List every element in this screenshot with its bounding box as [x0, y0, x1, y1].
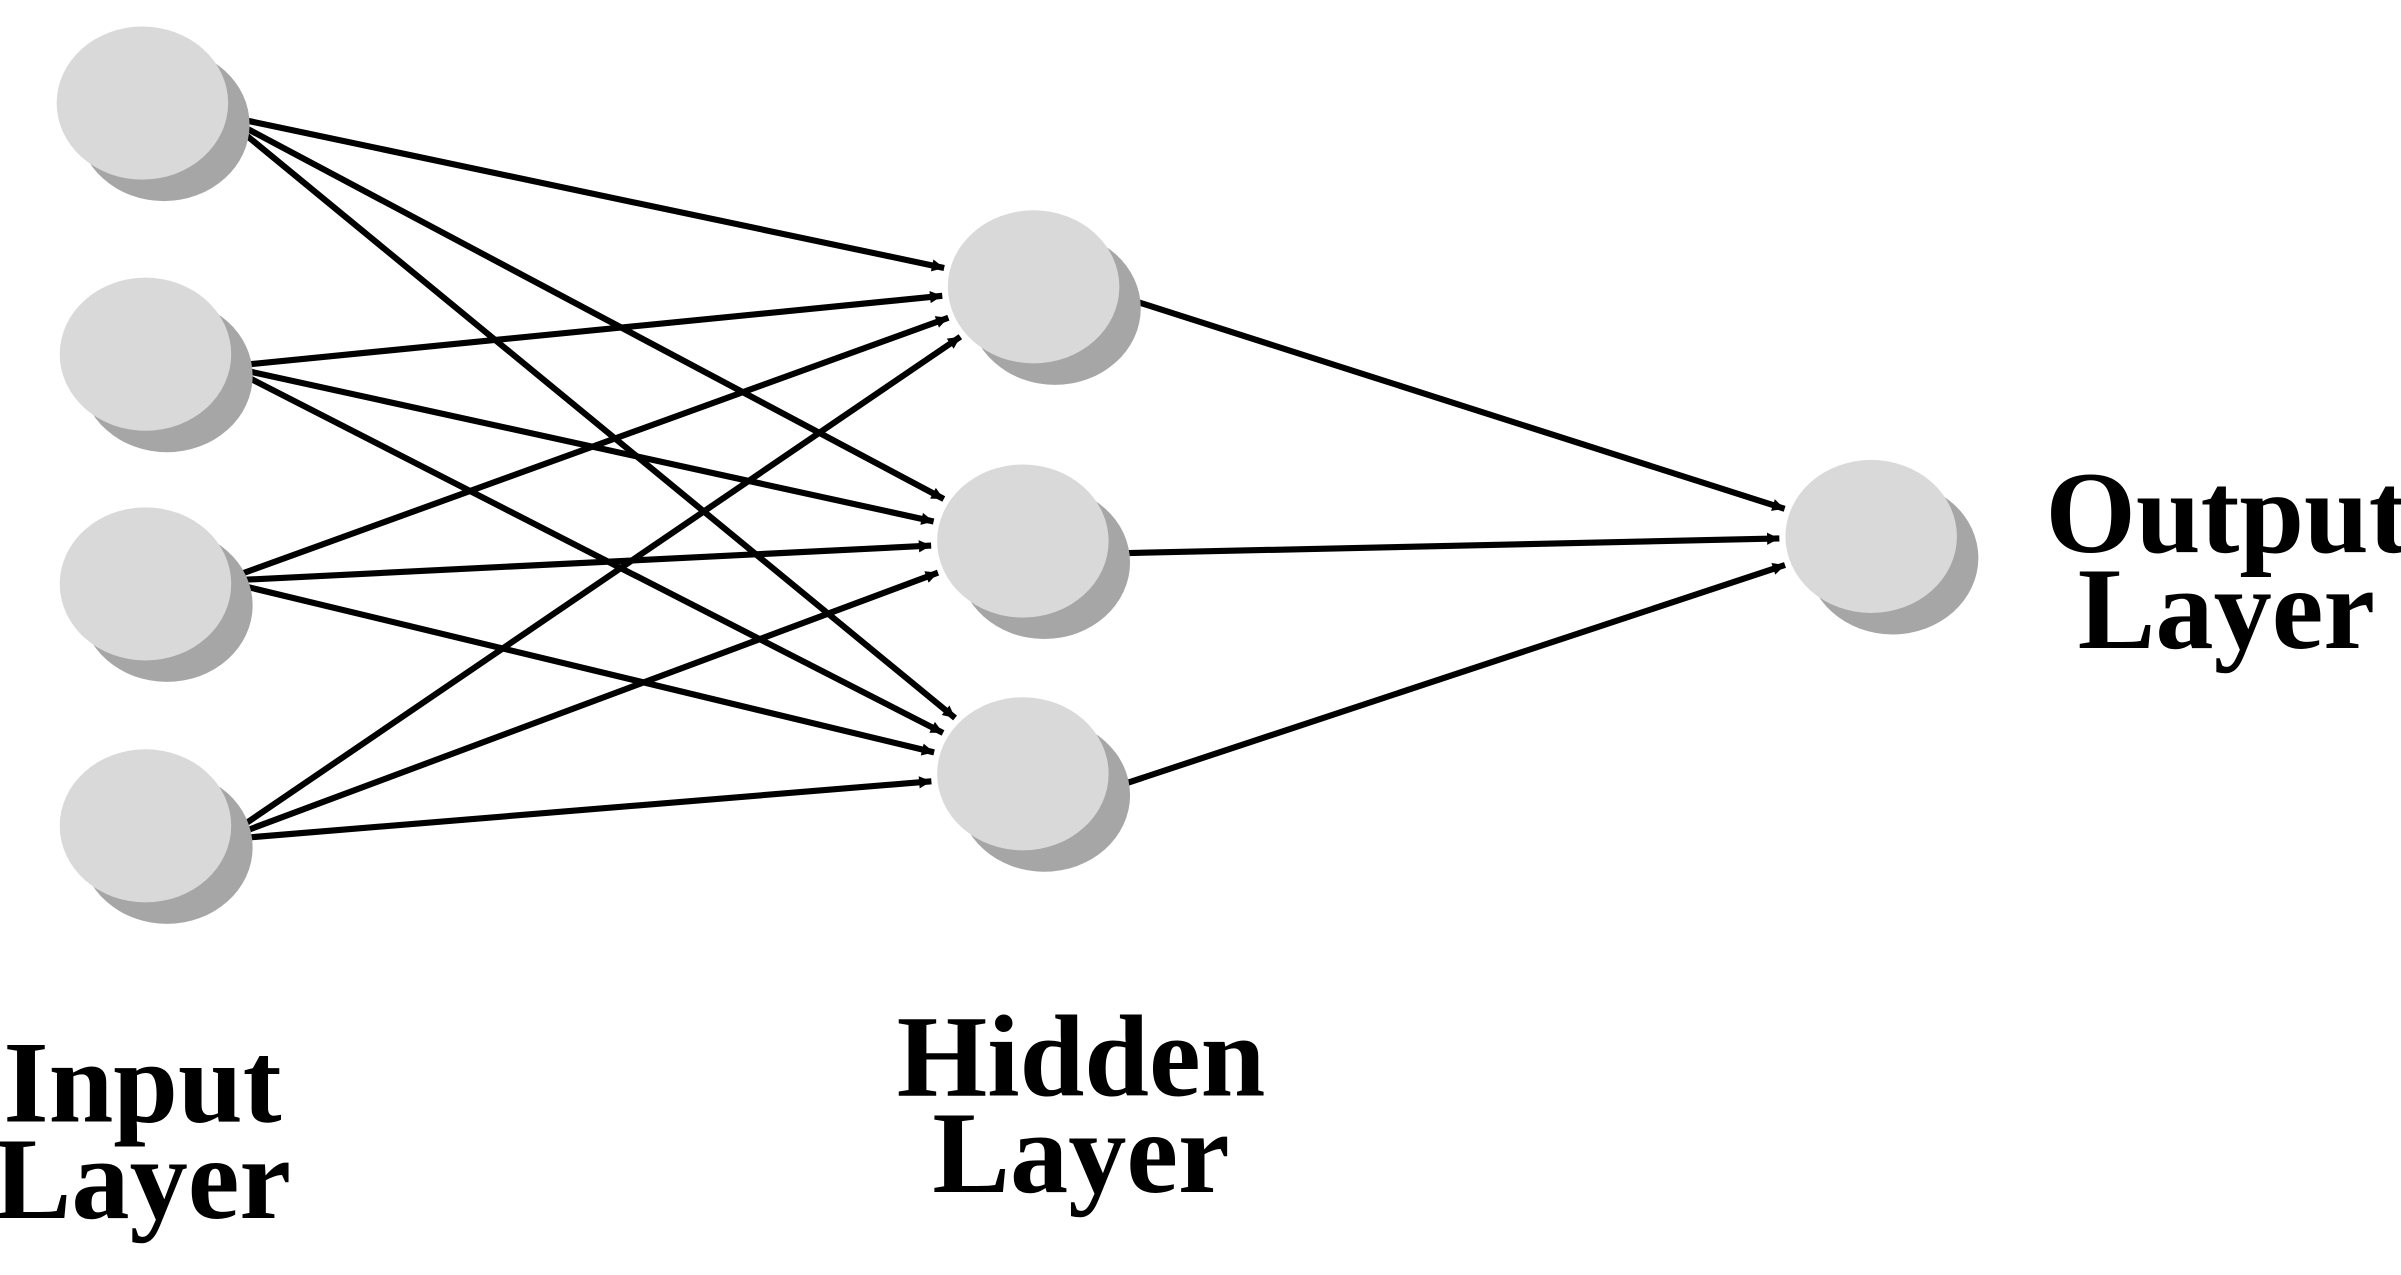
hidden-node-2-body — [937, 464, 1109, 618]
hidden-node-3 — [937, 697, 1131, 872]
hidden-layer-label-line2: Layer — [932, 1089, 1229, 1218]
hidden-node-3-body — [937, 697, 1109, 851]
hidden-node-2 — [937, 464, 1131, 640]
output-layer-label: Output Layer — [2045, 449, 2401, 674]
input-node-2-body — [59, 277, 232, 431]
edge-input3-hidden3 — [221, 577, 935, 756]
input-layer-label: Input Layer — [0, 1018, 291, 1243]
input-node-1 — [56, 26, 250, 202]
edge-input2-hidden1 — [226, 290, 943, 370]
edge-input1-hidden1 — [221, 112, 945, 272]
input-layer-label-line1: Input — [3, 1018, 281, 1147]
edge-input2-hidden2 — [225, 363, 935, 525]
hidden-layer-label-line1: Hidden — [897, 992, 1266, 1121]
input-node-1-body — [56, 26, 229, 180]
output-layer-label-line1: Output — [2045, 449, 2401, 578]
hidden-node-1 — [947, 210, 1141, 385]
input-node-4-body — [59, 749, 232, 903]
output-node-1 — [1785, 459, 1979, 635]
edge-input3-hidden2 — [221, 540, 932, 584]
input-node-2 — [59, 277, 253, 453]
edge-hidden1-output1 — [1127, 296, 1786, 512]
edge-hidden2-output1 — [1117, 532, 1780, 557]
input-node-3-body — [59, 507, 232, 661]
edge-input4-hidden2 — [220, 569, 940, 843]
edge-input1-hidden2 — [220, 112, 946, 502]
output-layer-label-line2: Layer — [2078, 545, 2375, 674]
edge-input4-hidden3 — [221, 776, 932, 843]
hidden-node-1-body — [947, 210, 1120, 364]
hidden-layer-label: Hidden Layer — [897, 992, 1266, 1217]
edge-input3-hidden1 — [220, 314, 950, 584]
connection-edges — [220, 112, 1786, 843]
edge-hidden3-output1 — [1116, 562, 1786, 789]
edge-input4-hidden1 — [220, 334, 963, 843]
edge-input1-hidden3 — [220, 112, 958, 721]
input-layer-label-line2: Layer — [0, 1115, 291, 1244]
input-node-3 — [59, 507, 253, 682]
edge-input2-hidden3 — [225, 363, 945, 736]
network-nodes — [56, 26, 1979, 924]
output-node-1-body — [1785, 459, 1957, 613]
input-node-4 — [59, 749, 253, 924]
